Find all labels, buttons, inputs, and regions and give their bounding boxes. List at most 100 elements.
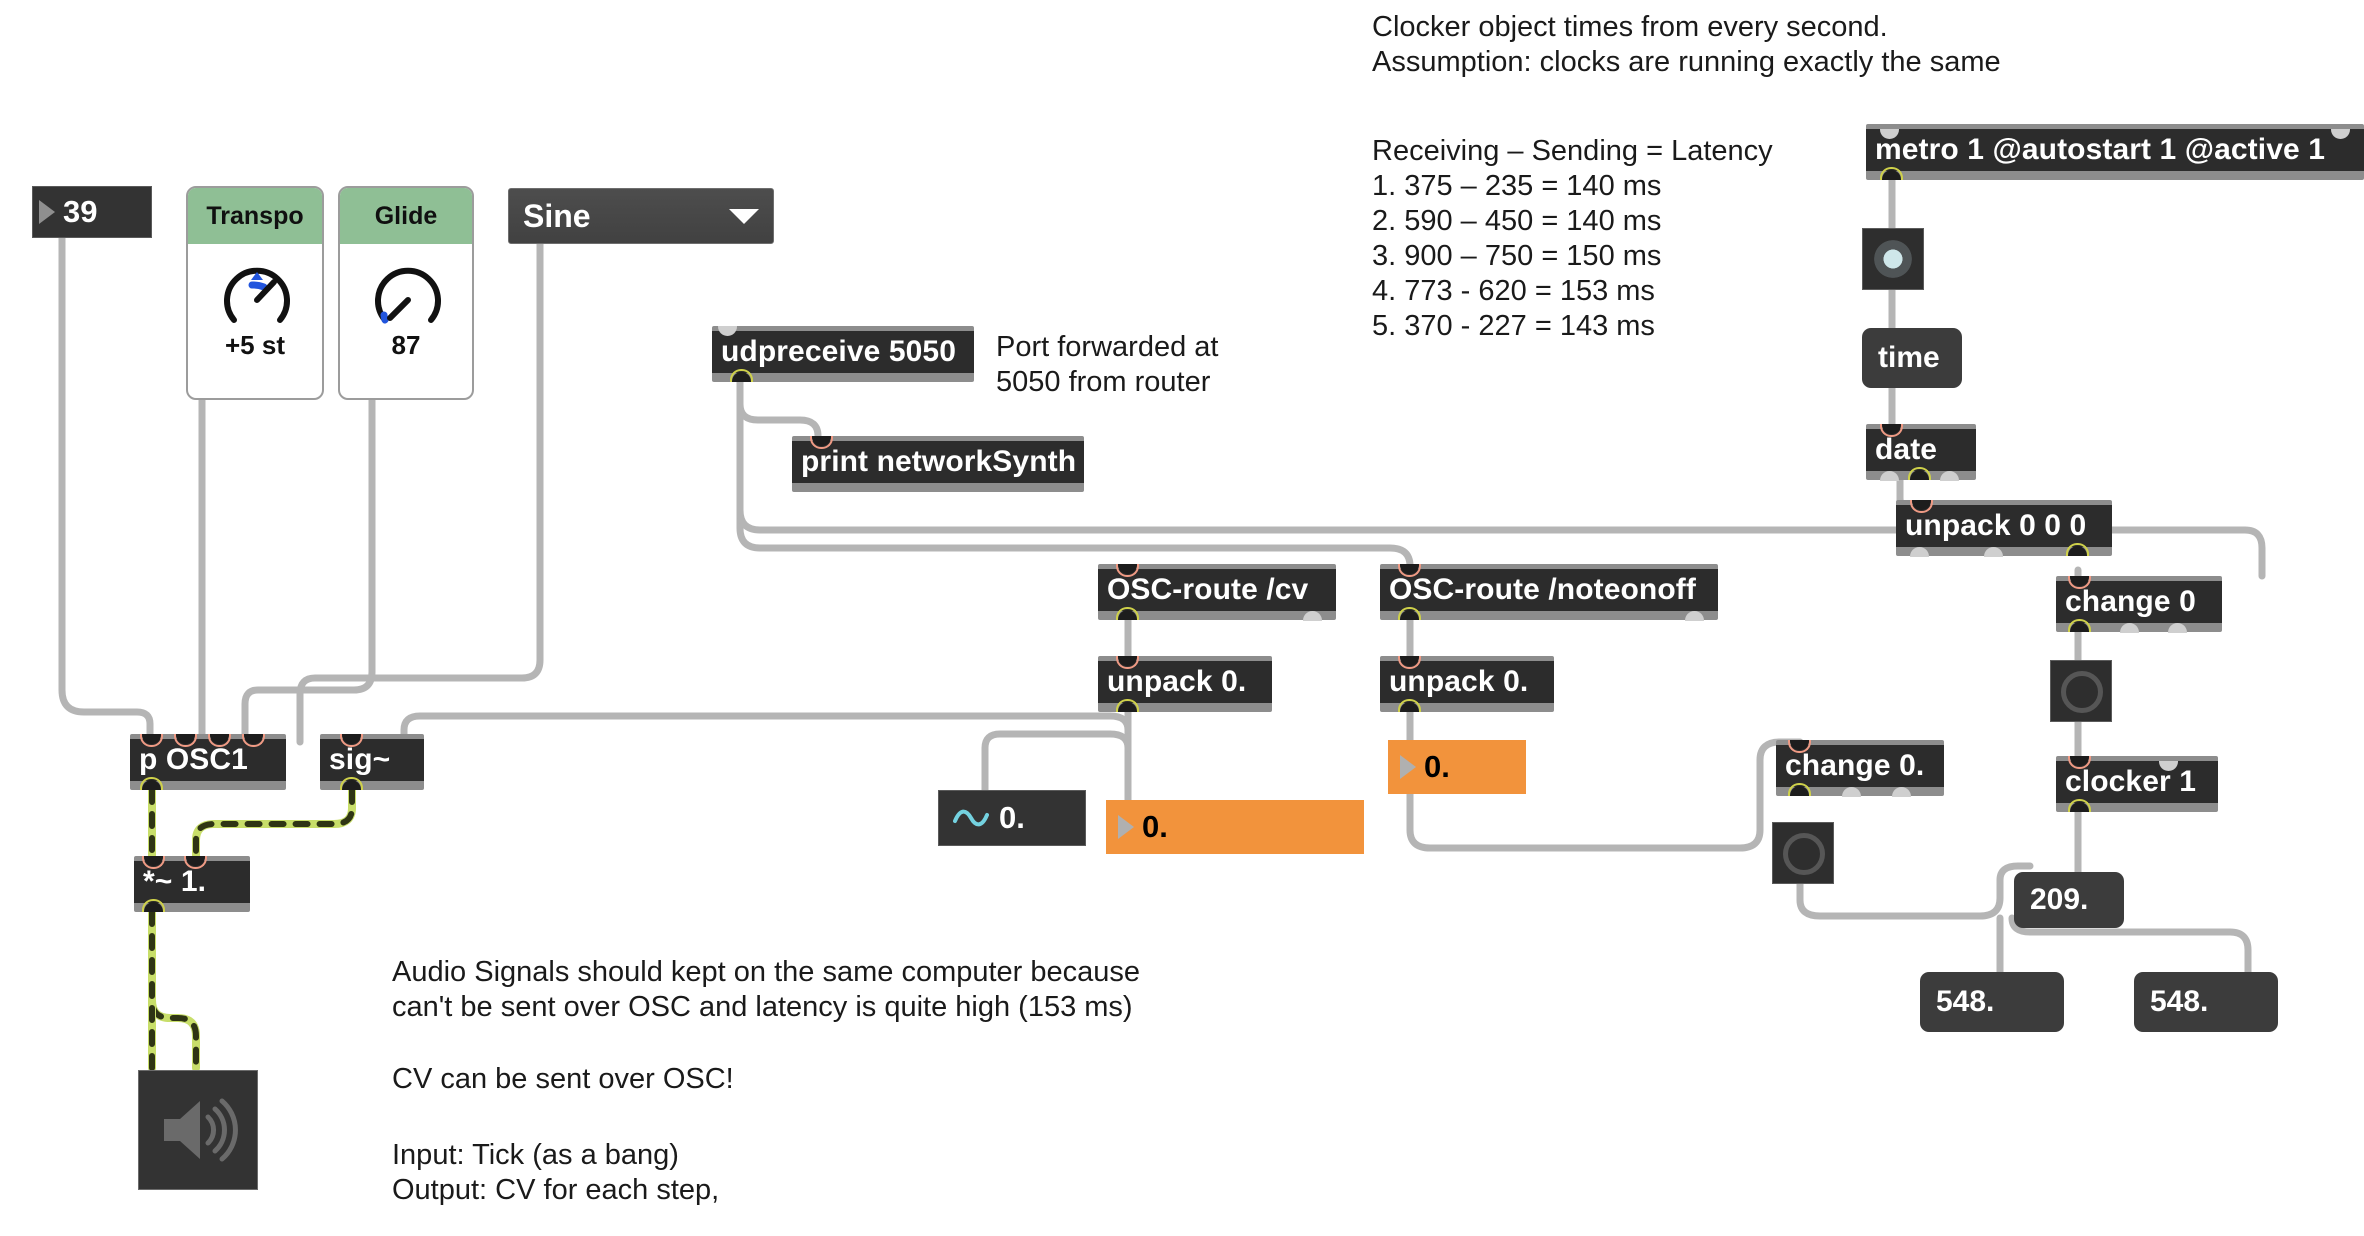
metro-object[interactable]: metro 1 @autostart 1 @active 1 — [1866, 124, 2364, 180]
audio-signals-comment: Audio Signals should kept on the same co… — [392, 956, 1141, 1023]
p-osc1-outlet[interactable] — [140, 777, 163, 790]
p-osc1-inlet-4[interactable] — [242, 734, 265, 747]
message-548-right-text: 548. — [2150, 985, 2209, 1018]
udpreceive-outlet[interactable] — [730, 369, 753, 382]
transpose-dial-face[interactable] — [188, 244, 322, 330]
change-0-float-outlet-1[interactable] — [1788, 783, 1811, 796]
unpack-noteonoff-inlet[interactable] — [1398, 656, 1421, 669]
unpack-date-outlet-2[interactable] — [1984, 547, 2003, 557]
numbox-triangle-icon — [1400, 755, 1416, 779]
unpack-cv-inlet[interactable] — [1116, 656, 1139, 669]
glide-dial-face[interactable] — [340, 244, 472, 330]
clocker-comment: Clocker object times from every second. … — [1372, 11, 2001, 78]
ezdac-object[interactable] — [138, 1070, 258, 1190]
clocker-outlet[interactable] — [2068, 799, 2091, 812]
metro-outlet[interactable] — [1880, 167, 1903, 180]
sig-tilde-outlet[interactable] — [340, 777, 363, 790]
cv-float-number-box[interactable]: 0. — [1106, 800, 1364, 854]
multiply-tilde-object[interactable]: *~ 1. — [134, 856, 250, 912]
subpatcher-osc1-object[interactable]: p OSC1 — [130, 734, 286, 790]
osc-route-noteonoff-outlet[interactable] — [1398, 607, 1421, 620]
date-outlet-3[interactable] — [1940, 471, 1959, 481]
bang-change-0[interactable] — [2050, 660, 2112, 722]
sig-tilde-object[interactable]: sig~ — [320, 734, 424, 790]
waveform-select[interactable]: Sine — [508, 188, 774, 244]
time-message-box[interactable]: time — [1862, 328, 1962, 388]
osc-route-cv-outlet[interactable] — [1116, 607, 1139, 620]
unpack-date-inlet[interactable] — [1910, 500, 1933, 513]
bang-ring-icon — [1783, 833, 1825, 875]
clocker-inlet-right[interactable] — [2159, 761, 2178, 771]
date-inlet[interactable] — [1880, 424, 1903, 437]
unpack-date-object[interactable]: unpack 0 0 0 — [1896, 500, 2112, 557]
unpack-noteonoff-outlet[interactable] — [1398, 699, 1421, 712]
knob-icon — [224, 267, 290, 323]
p-osc1-inlet-1[interactable] — [140, 734, 163, 747]
multiply-tilde-inlet-right[interactable] — [184, 856, 207, 869]
date-text: date — [1866, 429, 1976, 471]
unpack-date-outlet-1[interactable] — [1910, 547, 1929, 557]
time-message-text: time — [1878, 341, 1940, 374]
udpreceive-outlet-right[interactable] — [718, 326, 737, 336]
sig-tilde-text: sig~ — [320, 739, 424, 781]
change-0-float-text: change 0. — [1776, 745, 1944, 787]
date-outlet-1[interactable] — [1880, 471, 1899, 481]
numbox-triangle-icon — [39, 200, 55, 224]
print-inlet[interactable] — [810, 436, 833, 449]
osc-route-cv-outlet-right[interactable] — [1303, 611, 1322, 621]
clocker-object[interactable]: clocker 1 — [2056, 756, 2218, 812]
change-0-float-inlet[interactable] — [1788, 740, 1811, 753]
transpose-dial-value: +5 st — [225, 330, 285, 360]
unpack-noteonoff-object[interactable]: unpack 0. — [1380, 656, 1554, 712]
note-number-box[interactable]: 39 — [32, 186, 152, 238]
bang-change-0-float[interactable] — [1772, 822, 1834, 884]
sig-tilde-inlet[interactable] — [340, 734, 363, 747]
glide-dial-value: 87 — [391, 330, 421, 360]
speaker-icon — [164, 1098, 238, 1162]
unpack-cv-object[interactable]: unpack 0. — [1098, 656, 1272, 712]
noteonoff-float-number-box[interactable]: 0. — [1388, 740, 1526, 794]
osc-route-cv-text: OSC-route /cv — [1098, 569, 1336, 611]
message-209[interactable]: 209. — [2014, 872, 2124, 928]
p-osc1-inlet-3[interactable] — [208, 734, 231, 747]
signal-number-box[interactable]: 0. — [938, 790, 1086, 846]
udpreceive-object[interactable]: udpreceive 5050 — [712, 326, 974, 382]
osc-route-noteonoff-text: OSC-route /noteonoff — [1380, 569, 1718, 611]
message-548-left[interactable]: 548. — [1920, 972, 2064, 1032]
print-text: print networkSynth — [792, 441, 1084, 483]
unpack-cv-outlet[interactable] — [1116, 699, 1139, 712]
date-object[interactable]: date — [1866, 424, 1976, 481]
osc-route-cv-object[interactable]: OSC-route /cv — [1098, 564, 1336, 621]
metro-inlet-left[interactable] — [1880, 129, 1899, 139]
unpack-cv-text: unpack 0. — [1098, 661, 1272, 703]
osc-route-noteonoff-inlet[interactable] — [1398, 564, 1421, 577]
change-0-inlet[interactable] — [2068, 576, 2091, 589]
change-0-outlet-1[interactable] — [2068, 619, 2091, 632]
multiply-tilde-inlet-left[interactable] — [142, 856, 165, 869]
change-0-float-object[interactable]: change 0. — [1776, 740, 1944, 797]
date-outlet-2[interactable] — [1908, 467, 1931, 480]
glide-dial[interactable]: Glide 87 — [338, 186, 474, 400]
cv-comment: CV can be sent over OSC! — [392, 1063, 734, 1095]
transpose-dial[interactable]: Transpo +5 st — [186, 186, 324, 400]
osc-route-noteonoff-object[interactable]: OSC-route /noteonoff — [1380, 564, 1718, 621]
change-0-float-outlet-2[interactable] — [1842, 787, 1861, 797]
print-object[interactable]: print networkSynth — [792, 436, 1084, 492]
note-number-value: 39 — [63, 194, 98, 229]
change-0-outlet-2[interactable] — [2120, 623, 2139, 633]
clocker-inlet[interactable] — [2068, 756, 2091, 769]
cv-float-value: 0. — [1142, 809, 1168, 844]
message-548-right[interactable]: 548. — [2134, 972, 2278, 1032]
osc-route-cv-inlet[interactable] — [1116, 564, 1139, 577]
change-0-outlet-3[interactable] — [2168, 623, 2187, 633]
change-0-object[interactable]: change 0 — [2056, 576, 2222, 633]
osc-route-noteonoff-outlet-right[interactable] — [1685, 611, 1704, 621]
metro-inlet-right[interactable] — [2331, 129, 2350, 139]
unpack-date-outlet-3[interactable] — [2066, 543, 2089, 556]
glide-dial-label: Glide — [340, 188, 472, 244]
p-osc1-inlet-2[interactable] — [174, 734, 197, 747]
change-0-float-outlet-3[interactable] — [1892, 787, 1911, 797]
bang-metro[interactable] — [1862, 228, 1924, 290]
multiply-tilde-outlet[interactable] — [142, 899, 165, 912]
